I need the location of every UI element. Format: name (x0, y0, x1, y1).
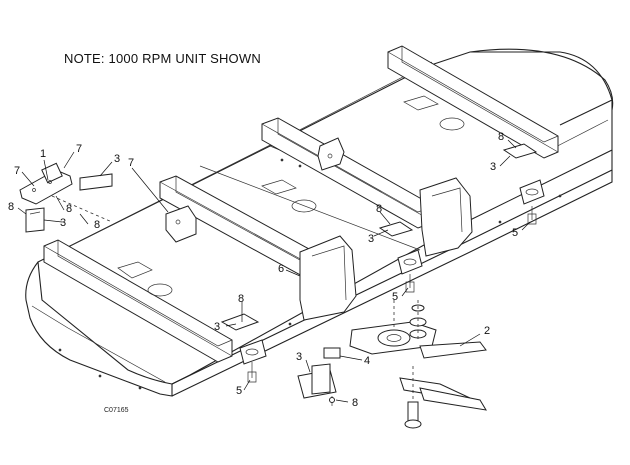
blade-assembly (349, 300, 487, 429)
callout-labels: 1 7 3 7 8 8 3 8 7 8 3 5 8 3 6 8 3 5 2 3 … (8, 131, 518, 409)
cross-channel-4 (387, 45, 559, 159)
callout-8: 8 (66, 203, 72, 215)
cross-channel-3 (261, 117, 435, 229)
callout-7: 7 (76, 143, 82, 155)
callout-5: 5 (392, 291, 398, 303)
diagram-note: NOTE: 1000 RPM UNIT SHOWN (64, 51, 261, 66)
anti-scalp-bracket-right (519, 179, 545, 225)
baffle-brackets (299, 177, 473, 321)
anti-scalp-bracket-left (239, 339, 267, 383)
callout-3: 3 (214, 321, 220, 333)
callout-5: 5 (236, 385, 242, 397)
callout-1: 1 (40, 148, 46, 160)
callout-3: 3 (114, 153, 120, 165)
channel-bracket-left (165, 205, 197, 243)
callout-3: 3 (490, 161, 496, 173)
callout-2: 2 (484, 325, 490, 337)
exploded-bracket-left (19, 162, 113, 233)
hitch-bracket (317, 137, 345, 171)
deck-brackets (220, 143, 538, 331)
callout-8: 8 (376, 203, 382, 215)
cross-channel-1 (43, 239, 233, 363)
callout-8: 8 (94, 219, 100, 231)
callout-3: 3 (60, 217, 66, 229)
callout-8: 8 (238, 293, 244, 305)
callout-4: 4 (364, 355, 370, 367)
callout-6: 6 (278, 263, 284, 275)
leader-lines (17, 139, 531, 403)
callout-7: 7 (128, 157, 134, 169)
mower-deck (25, 48, 614, 397)
callout-5: 5 (512, 227, 518, 239)
callout-8: 8 (498, 131, 504, 143)
callout-8: 8 (8, 201, 14, 213)
callout-7: 7 (14, 165, 20, 177)
exploded-bracket-lower (297, 347, 341, 406)
gearbox-openings (117, 95, 465, 297)
drawing-code: C07165 (104, 407, 129, 414)
callout-3: 3 (368, 233, 374, 245)
callout-8: 8 (352, 397, 358, 409)
callout-3: 3 (296, 351, 302, 363)
anti-scalp-bracket-center (397, 249, 423, 293)
